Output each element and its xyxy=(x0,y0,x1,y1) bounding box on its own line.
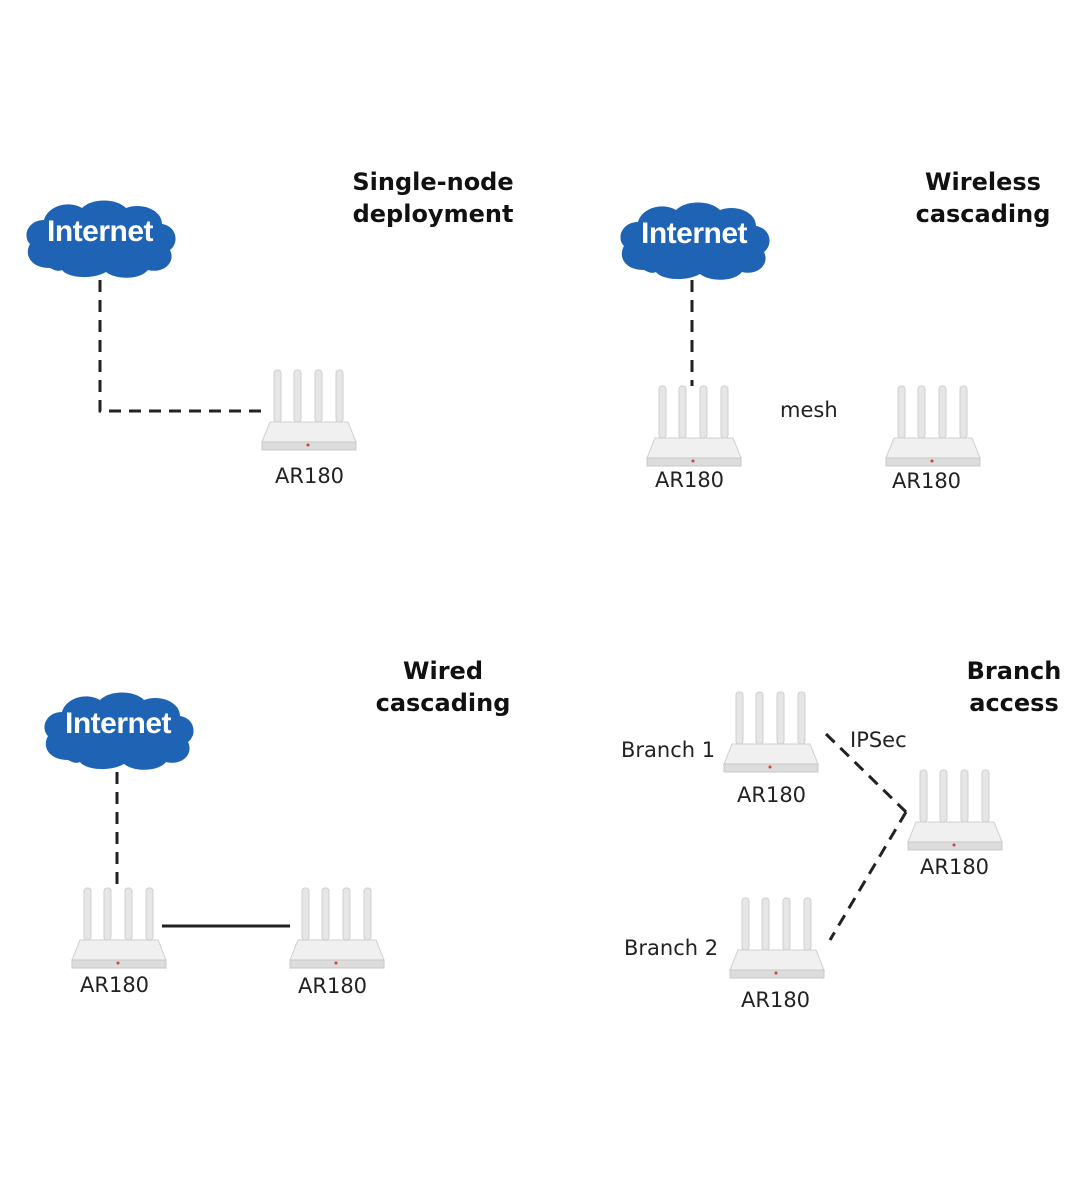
dashed-link-single xyxy=(98,280,262,413)
router-label: AR180 xyxy=(80,973,150,997)
cloud-icon: Internet xyxy=(38,688,198,772)
router-icon xyxy=(645,384,745,468)
router-icon xyxy=(260,368,360,452)
router-label: AR180 xyxy=(741,988,811,1012)
router-label: AR180 xyxy=(920,855,990,879)
router-label: AR180 xyxy=(737,783,807,807)
link-label-ipsec: IPSec xyxy=(850,728,907,752)
branch1-label: Branch 1 xyxy=(621,738,716,762)
router-label: AR180 xyxy=(655,468,725,492)
panel-title-branch: Branch access xyxy=(966,657,1062,717)
cloud-label: Internet xyxy=(640,217,748,250)
cloud-icon: Internet xyxy=(20,196,180,280)
router-icon xyxy=(906,768,1006,852)
router-label: AR180 xyxy=(298,974,368,998)
cloud-label: Internet xyxy=(46,215,154,248)
router-icon xyxy=(288,886,388,970)
panel-title-single: Single-node deployment xyxy=(352,168,514,228)
cloud-icon: Internet xyxy=(614,198,774,282)
router-icon xyxy=(722,690,822,774)
link-label-mesh: mesh xyxy=(780,398,838,422)
router-icon xyxy=(884,384,984,468)
dashed-link-branch2 xyxy=(828,811,908,941)
cloud-label: Internet xyxy=(64,707,172,740)
router-label: AR180 xyxy=(892,469,962,493)
router-icon xyxy=(70,886,170,970)
panel-title-wireless: Wireless cascading xyxy=(915,168,1051,228)
panel-title-wired: Wired cascading xyxy=(375,657,511,717)
branch2-label: Branch 2 xyxy=(624,936,719,960)
router-icon xyxy=(728,896,828,980)
router-label: AR180 xyxy=(275,464,345,488)
